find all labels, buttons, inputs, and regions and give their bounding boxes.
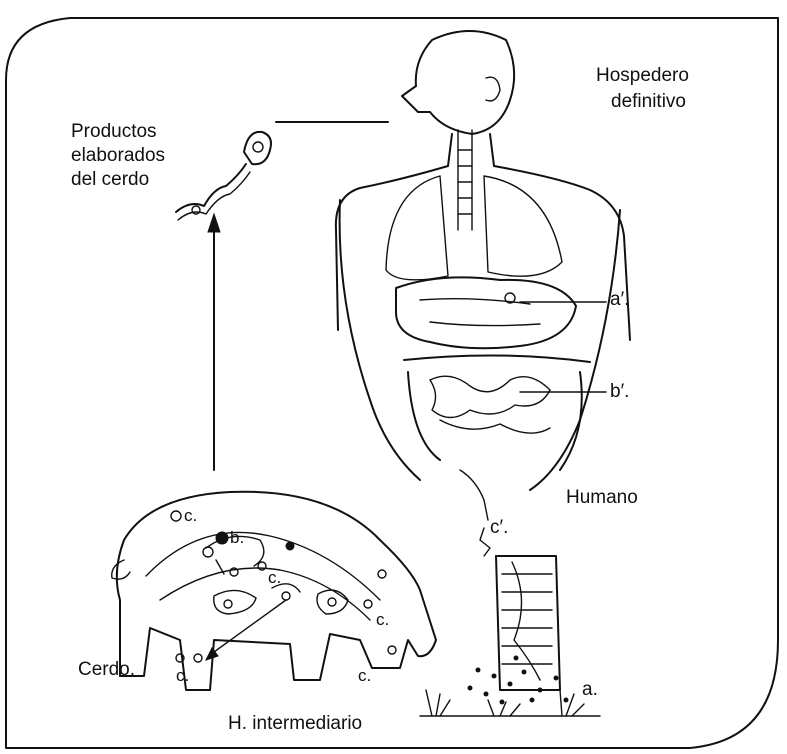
definitive-host-label-line1: Hospedero bbox=[596, 64, 689, 88]
pig-label: Cerdo. bbox=[78, 658, 135, 682]
stage-label-c2: c. bbox=[268, 566, 281, 590]
human-label: Humano bbox=[566, 486, 638, 510]
stage-label-c4: c. bbox=[176, 664, 189, 688]
pork-products-label-line3: del cerdo bbox=[71, 168, 149, 192]
stage-label-c-prime: c′. bbox=[490, 516, 508, 540]
stage-label-c3: c. bbox=[376, 608, 389, 632]
definitive-host-label-line2: definitivo bbox=[611, 90, 686, 114]
pork-products-icon bbox=[176, 132, 271, 220]
pork-products-label-line1: Productos bbox=[71, 120, 157, 144]
ground-grass bbox=[420, 690, 600, 716]
eggs-dots bbox=[468, 656, 568, 704]
stage-label-a: a. bbox=[582, 678, 598, 702]
stage-label-c5: c. bbox=[358, 664, 371, 688]
intermediate-host-label: H. intermediario bbox=[228, 712, 362, 736]
stage-label-a-prime: a′. bbox=[610, 288, 629, 312]
stage-label-b: b. bbox=[230, 526, 244, 550]
pork-products-label-line2: elaborados bbox=[71, 144, 165, 168]
arrowhead-up bbox=[208, 214, 220, 232]
stage-label-c1: c. bbox=[184, 504, 197, 528]
tapeworm-segment-inset bbox=[496, 556, 560, 690]
stage-label-b-prime: b′. bbox=[610, 380, 629, 404]
human-figure bbox=[336, 31, 630, 556]
pig-figure bbox=[112, 492, 436, 690]
